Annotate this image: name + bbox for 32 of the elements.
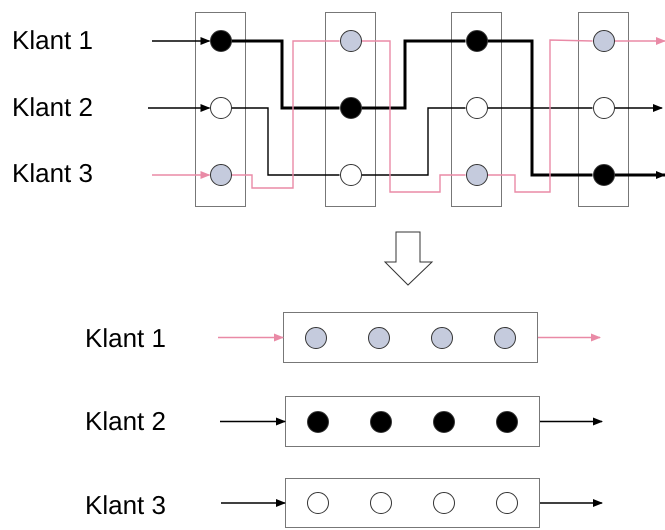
connector-line: [362, 40, 466, 110]
arrow: [148, 104, 210, 112]
arrow: [218, 334, 284, 342]
row-box: [285, 396, 540, 447]
client-label: Klant 2: [85, 408, 166, 434]
column-box: [578, 12, 629, 207]
connector-line: [232, 40, 340, 110]
connector-line: [488, 107, 592, 109]
connector-line: [362, 40, 466, 193]
client-label: Klant 1: [12, 27, 93, 53]
connector-line: [232, 40, 340, 189]
client-label: Klant 2: [12, 94, 93, 120]
arrow: [152, 37, 210, 45]
arrow: [220, 418, 286, 426]
row-box: [283, 312, 538, 363]
connector-line: [362, 107, 466, 176]
column-box: [451, 12, 502, 207]
arrow: [540, 418, 603, 426]
arrow: [614, 104, 663, 112]
client-label: Klant 3: [85, 492, 166, 518]
arrow: [540, 499, 603, 507]
arrow: [152, 171, 210, 179]
row-box: [285, 478, 540, 528]
client-label: Klant 1: [85, 325, 166, 351]
client-label: Klant 3: [12, 160, 93, 186]
arrow: [614, 37, 665, 45]
column-box: [325, 12, 376, 207]
column-box: [195, 12, 246, 207]
arrow: [614, 171, 665, 179]
arrow: [221, 499, 286, 507]
connector-line: [232, 107, 340, 176]
arrow: [538, 334, 601, 342]
